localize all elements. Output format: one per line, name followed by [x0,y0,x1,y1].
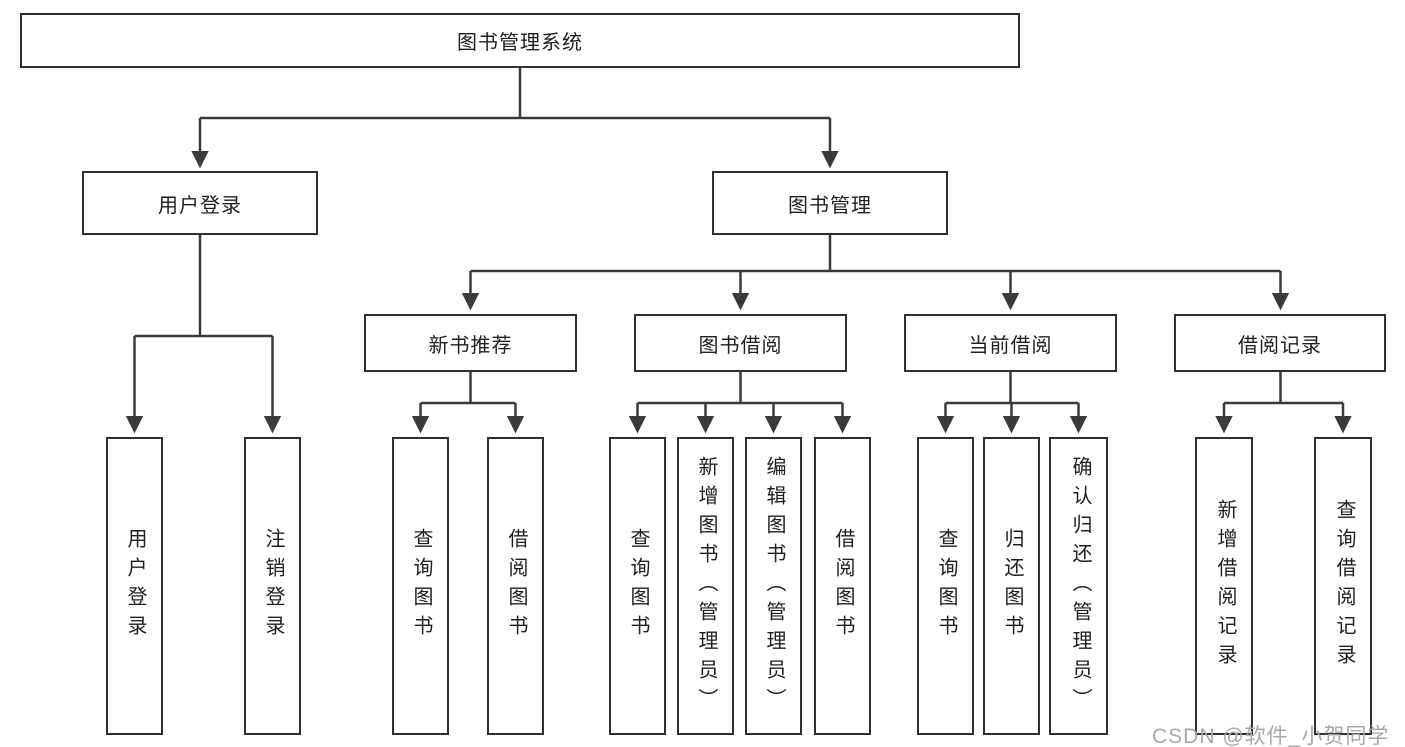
node-new-book-recommendation: 新书推荐 [364,314,577,372]
node-confirm-return-admin: 确认归还（管理员） [1049,437,1108,735]
node-borrow-books-recommend: 借阅图书 [487,437,544,735]
node-edit-book-admin: 编辑图书（管理员） [745,437,802,735]
node-query-borrow-record: 查询借阅记录 [1314,437,1372,735]
node-logout-leaf: 注销登录 [244,437,301,735]
node-book-borrowing: 图书借阅 [634,314,847,372]
node-return-book: 归还图书 [983,437,1040,735]
node-add-book-admin: 新增图书（管理员） [677,437,734,735]
node-current-borrowing: 当前借阅 [904,314,1117,372]
node-library-management-system: 图书管理系统 [20,13,1020,68]
watermark: CSDN @软件_小贺同学 [1152,725,1390,747]
node-book-management: 图书管理 [712,171,948,235]
node-borrowing-records: 借阅记录 [1174,314,1386,372]
node-add-borrow-record: 新增借阅记录 [1195,437,1253,735]
node-borrow-books-leaf: 借阅图书 [814,437,871,735]
node-query-books-current: 查询图书 [917,437,974,735]
node-user-login-branch: 用户登录 [82,171,318,235]
node-query-books-borrowing: 查询图书 [609,437,666,735]
node-user-login-leaf: 用户登录 [106,437,163,735]
node-query-books-recommend: 查询图书 [392,437,449,735]
